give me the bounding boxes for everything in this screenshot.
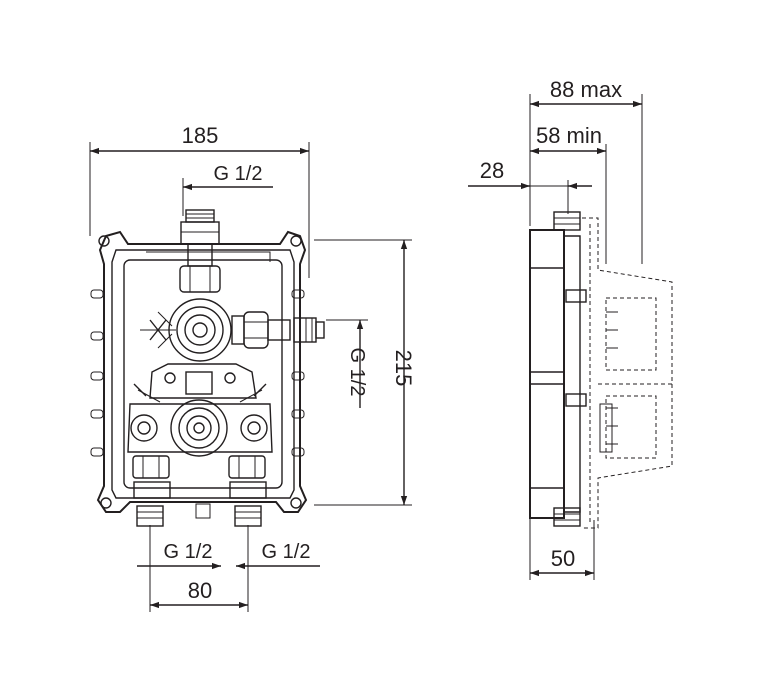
dimension-top-thread: G 1/2 (182, 163, 273, 216)
dimension-bottom-threads: G 1/2 G 1/2 80 (137, 525, 320, 612)
bottom-spacing-label: 80 (188, 578, 212, 603)
offset-label: 28 (480, 158, 504, 183)
top-thread-label: G 1/2 (214, 163, 263, 185)
trim-outline-dashed (582, 217, 673, 529)
dimension-58-min: 58 min (530, 123, 607, 264)
dimension-width-185: 185 (89, 123, 310, 278)
width-label: 185 (182, 123, 219, 148)
side-body (529, 211, 587, 527)
top-connector (179, 209, 221, 293)
max-depth-label: 88 max (550, 77, 622, 102)
bottom-connectors (132, 455, 267, 527)
upper-valve (140, 298, 325, 362)
dimension-88-max: 88 max (529, 77, 643, 264)
dimension-28: 28 (468, 158, 592, 214)
bottom-right-thread-label: G 1/2 (262, 541, 311, 563)
min-depth-label: 58 min (536, 123, 602, 148)
dimension-50: 50 (529, 516, 595, 580)
front-view: 185 G 1/2 215 G 1/2 G 1/2 G 1 (89, 123, 416, 612)
side-thread-label: G 1/2 (346, 348, 368, 397)
lower-valve (127, 363, 273, 457)
valve-housing (90, 230, 308, 513)
side-view: 88 max 58 min 28 50 (468, 77, 673, 580)
dimension-height-215: 215 (314, 239, 416, 506)
bottom-left-thread-label: G 1/2 (164, 541, 213, 563)
base-depth-label: 50 (551, 546, 575, 571)
height-label: 215 (391, 350, 416, 387)
dimension-side-thread: G 1/2 (326, 319, 368, 408)
